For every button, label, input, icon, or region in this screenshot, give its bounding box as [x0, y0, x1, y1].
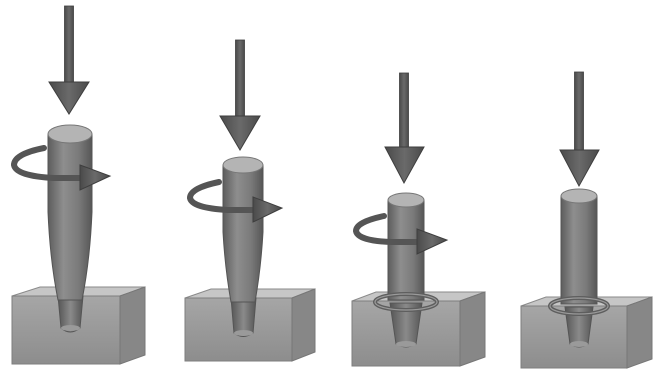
tool — [561, 189, 597, 304]
down-force-arrow-icon — [49, 6, 89, 114]
bore-hole — [231, 298, 256, 337]
down-force-arrow-icon — [560, 72, 599, 186]
stage-4 — [521, 72, 652, 368]
rotating-tool — [48, 125, 92, 300]
down-force-arrow-icon — [220, 40, 260, 150]
rotating-tool — [223, 157, 263, 302]
stage-1 — [12, 6, 145, 364]
down-force-arrow-icon — [385, 73, 424, 183]
stage-3 — [352, 73, 485, 366]
bore-hole — [58, 296, 83, 332]
stage-2 — [185, 40, 315, 361]
